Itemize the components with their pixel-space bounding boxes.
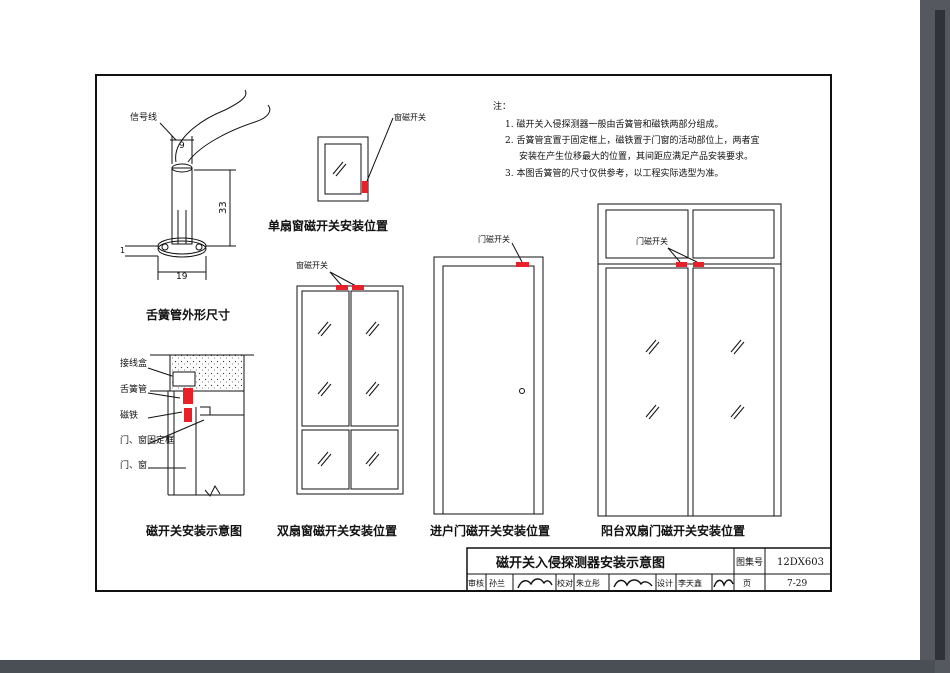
double-window-switch-left [336,285,348,290]
double-window-drawing [296,271,404,495]
label-fixed-frame: 门、窗固定框 [120,434,174,446]
single-window-caption: 单扇窗磁开关安装位置 [268,218,388,233]
single-window-drawing [317,117,394,202]
label-magnet: 磁铁 [120,409,138,421]
note-3: 3. 本图舌簧管的尺寸仅供参考，以工程实际选型为准。 [505,167,723,179]
balcony-door-drawing [597,203,782,517]
check-signature [613,579,653,588]
balcony-door-switch-left [676,262,687,267]
title-block-title: 磁开关入侵探测器安装示意图 [496,555,665,571]
entry-door-switch [516,262,529,267]
atlas-label: 图集号 [736,556,763,568]
install-caption: 磁开关安装示意图 [145,523,242,538]
balcony-door-label: 门磁开关 [636,236,668,246]
signal-wire-label: 信号线 [130,111,157,123]
atlas-number: 12DX603 [777,557,824,568]
reed-caption: 舌簧管外形尺寸 [146,307,230,322]
dim-19: 19 [176,272,188,282]
single-window-label: 窗磁开关 [394,112,426,122]
reed-tube-drawing [125,89,271,280]
check-name: 朱立彤 [576,578,600,588]
drawing-frame [95,74,832,592]
note-1: 1. 磁开关入侵探测器一般由舌簧管和磁铁两部分组成。 [505,118,723,130]
reed-switch-red [183,388,193,404]
review-label: 审核 [468,578,484,588]
install-schematic [147,354,254,497]
dim-1: 1 [120,246,125,255]
balcony-door-switch-right [693,262,704,267]
magnet-red [184,408,192,422]
double-window-switch-right [352,285,364,290]
check-label: 校对 [557,578,573,588]
design-signature [713,579,734,588]
review-signature [517,578,553,589]
entry-door-drawing [433,242,544,515]
page-label: 页 [743,579,751,588]
review-name: 孙兰 [489,578,505,588]
label-reed-tube: 舌簧管 [120,383,147,395]
double-window-caption: 双扇窗磁开关安装位置 [277,523,397,538]
dim-33: 33 [218,201,229,214]
label-door-window: 门、窗 [120,459,147,471]
note-2: 2. 舌簧管宜置于固定框上，磁铁置于门窗的活动部位上，两者宜 [505,134,759,146]
entry-door-label: 门磁开关 [478,234,510,244]
design-name: 李天鑫 [678,578,702,588]
entry-door-caption: 进户门磁开关安装位置 [430,523,550,538]
note-2-cont: 安装在产生位移最大的位置，其间距应满足产品安装要求。 [519,150,753,162]
notes: 注： 1. 磁开关入侵探测器一般由舌簧管和磁铁两部分组成。 2. 舌簧管宜置于固… [493,100,759,179]
page-number: 7-29 [787,579,807,589]
dim-9: 9 [179,141,185,151]
single-window-switch [362,181,368,193]
design-label: 设计 [657,578,673,588]
title-block [466,547,832,592]
label-junction-box: 接线盒 [120,357,147,369]
notes-heading: 注： [493,100,511,112]
double-window-label: 窗磁开关 [296,260,328,270]
balcony-door-caption: 阳台双扇门磁开关安装位置 [601,523,745,538]
